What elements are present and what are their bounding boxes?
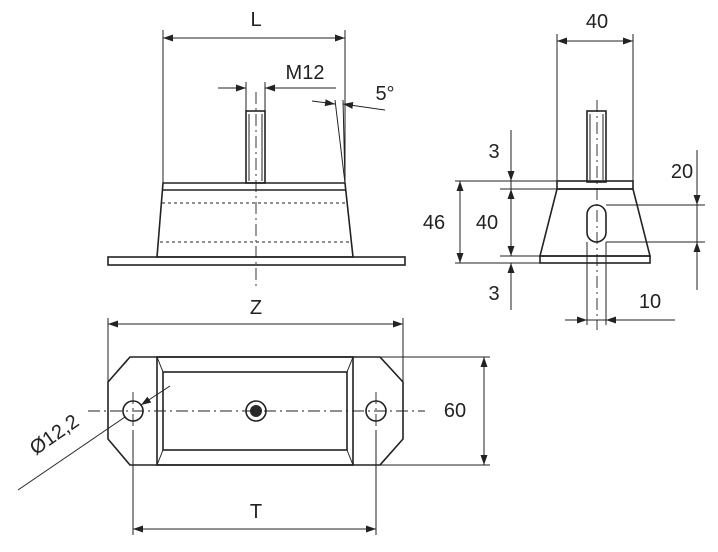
threaded-stud: [245, 110, 266, 184]
label-10: 10: [639, 291, 661, 313]
base-plate: [107, 256, 406, 266]
side-stud: [586, 110, 607, 183]
side-view: 40 3 46 40 3 20 10: [423, 11, 705, 330]
plan-view: Z 60 T Ø12,2: [17, 297, 490, 535]
label-T: T: [250, 501, 262, 523]
label-M12: M12: [286, 62, 325, 84]
front-view: L M12 5°: [107, 9, 406, 290]
label-60: 60: [444, 400, 466, 422]
label-20: 20: [671, 161, 693, 183]
label-40-body: 40: [476, 212, 498, 234]
side-body: [538, 188, 652, 257]
label-46: 46: [423, 212, 445, 234]
mounting-slot: [586, 204, 607, 243]
label-40-top: 40: [586, 11, 608, 33]
label-3-top: 3: [488, 141, 499, 163]
label-hole-diameter: Ø12,2: [26, 410, 83, 459]
label-Z: Z: [250, 297, 262, 319]
label-L: L: [250, 9, 261, 31]
label-3-bottom: 3: [488, 283, 499, 305]
label-5deg: 5°: [375, 83, 394, 105]
rubber-body: [156, 182, 354, 258]
